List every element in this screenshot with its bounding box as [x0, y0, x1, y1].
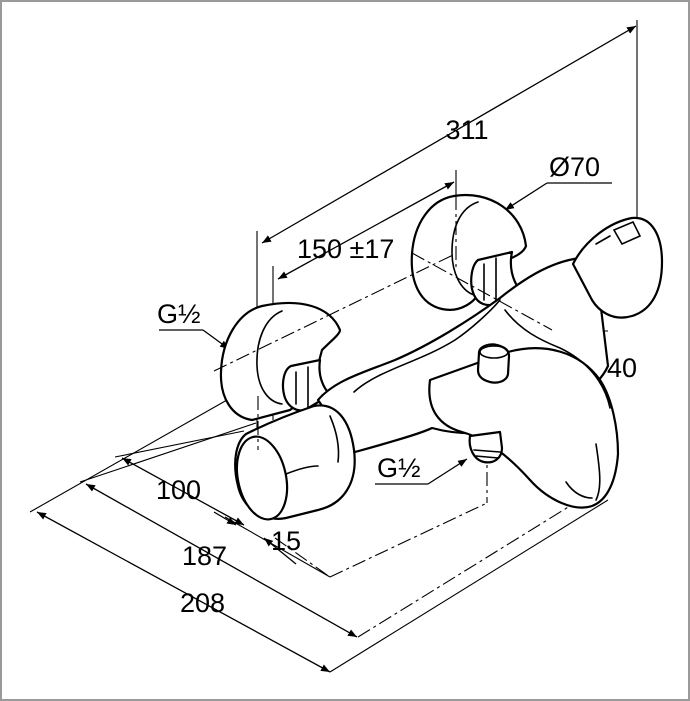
- dim-label-311: 311: [445, 115, 488, 145]
- dim-label-150: 150 ±17: [297, 234, 394, 264]
- thread-label-outlet: G½: [377, 453, 421, 483]
- thread-leader-left: [159, 329, 230, 350]
- mixer-body: [219, 193, 664, 521]
- dim-label-40: 40: [607, 353, 637, 383]
- dim-label-15: 15: [271, 526, 301, 556]
- dimension-208: [36, 511, 331, 673]
- dim-label-diameter: Ø70: [549, 152, 600, 182]
- dim-label-100: 100: [156, 475, 201, 505]
- dim-label-187: 187: [182, 541, 227, 571]
- center-lines: [213, 196, 553, 450]
- dimension-diameter: [504, 182, 612, 211]
- thread-leader-outlet: [375, 458, 468, 485]
- thread-label-left: G½: [157, 299, 201, 329]
- dim-label-208: 208: [180, 588, 225, 618]
